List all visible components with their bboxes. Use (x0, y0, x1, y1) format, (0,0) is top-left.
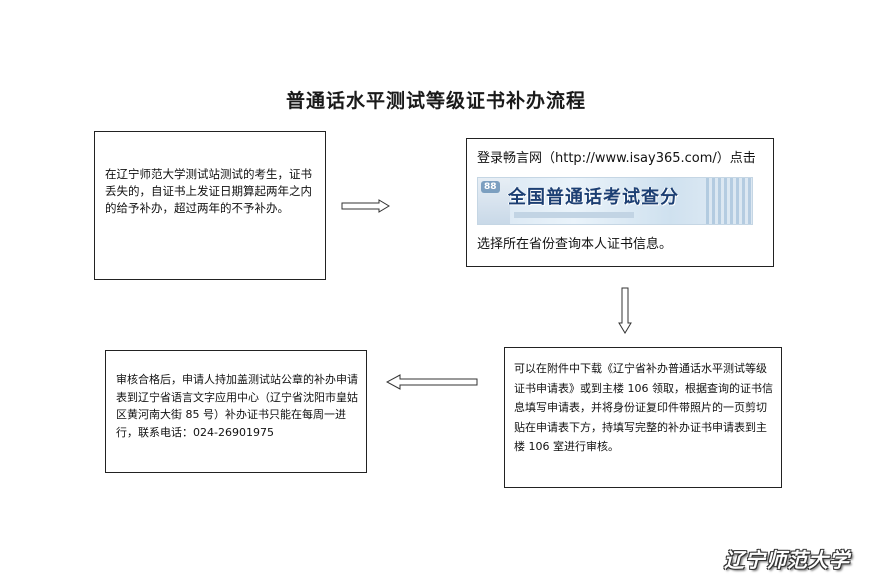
university-watermark: 辽宁师范大学 (724, 548, 850, 572)
banner-sub-decoration (514, 212, 634, 218)
step-4-text: 审核合格后，申请人持加盖测试站公章的补办申请表到辽宁省语言文字应用中心（辽宁省沈… (116, 373, 358, 439)
score-query-banner[interactable]: 88 全国普通话考试查分 (477, 177, 753, 225)
banner-badge: 88 (481, 181, 500, 193)
step-2-line2: 选择所在省份查询本人证书信息。 (477, 237, 673, 252)
step-3-box: 可以在附件中下载《辽宁省补办普通话水平测试等级证书申请表》或到主楼 106 领取… (504, 347, 782, 488)
arrow-down-icon (618, 287, 632, 334)
page-title: 普通话水平测试等级证书补办流程 (285, 90, 586, 112)
arrow-left-icon (386, 374, 478, 390)
step-1-box: 在辽宁师范大学测试站测试的考生，证书丢失的，自证书上发证日期算起两年之内的给予补… (94, 131, 326, 280)
arrow-right-icon (341, 199, 390, 213)
step-4-box: 审核合格后，申请人持加盖测试站公章的补办申请表到辽宁省语言文字应用中心（辽宁省沈… (105, 350, 367, 473)
banner-main-text: 全国普通话考试查分 (508, 187, 679, 208)
step-2-line1: 登录畅言网（http://www.isay365.com/）点击 (477, 151, 756, 166)
step-2-box: 登录畅言网（http://www.isay365.com/）点击 88 全国普通… (466, 138, 774, 267)
banner-stripes-decoration (706, 178, 752, 224)
step-1-text: 在辽宁师范大学测试站测试的考生，证书丢失的，自证书上发证日期算起两年之内的给予补… (105, 167, 312, 215)
step-3-text: 可以在附件中下载《辽宁省补办普通话水平测试等级证书申请表》或到主楼 106 领取… (514, 362, 773, 453)
